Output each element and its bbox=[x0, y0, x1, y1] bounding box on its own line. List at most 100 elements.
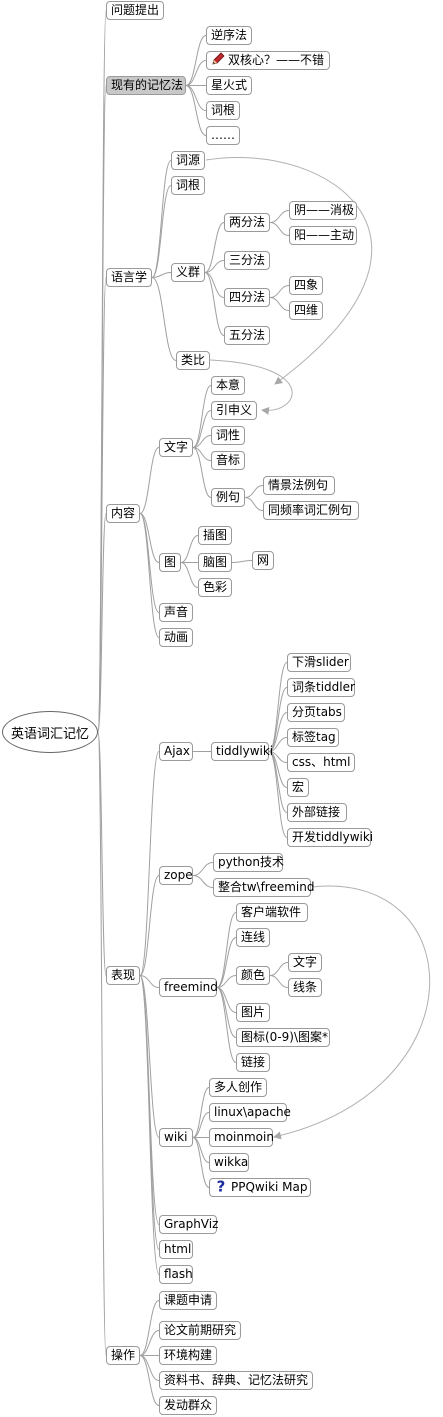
node-label: html bbox=[164, 1242, 192, 1256]
node-b5d2[interactable]: python技术 bbox=[213, 853, 284, 872]
node-b5d10[interactable]: 多人创作 bbox=[209, 1078, 267, 1097]
node-b5d6[interactable]: 颜色 bbox=[236, 966, 270, 985]
node-b6[interactable]: 操作 bbox=[106, 1346, 140, 1365]
node-label: 色彩 bbox=[203, 580, 228, 594]
node-b2[interactable]: 现有的记忆法 bbox=[106, 76, 186, 95]
edge-b3-b3c4 bbox=[151, 277, 177, 361]
node-b5d11[interactable]: linux\apache bbox=[209, 1103, 291, 1122]
node-b3e1[interactable]: 阴——消极 bbox=[289, 201, 357, 220]
node-b3c4[interactable]: 类比 bbox=[176, 351, 210, 370]
node-b5d1[interactable]: tiddlywiki bbox=[211, 742, 273, 761]
node-label: 图 bbox=[164, 555, 177, 569]
node-b3c2[interactable]: 词根 bbox=[171, 176, 205, 195]
node-b5e1[interactable]: 下滑slider bbox=[287, 653, 351, 672]
edge-b4d7-b4e3 bbox=[231, 560, 253, 563]
node-b4d5[interactable]: 例句 bbox=[211, 488, 245, 507]
node-b2c4[interactable]: 词根 bbox=[206, 101, 240, 120]
node-b6c1[interactable]: 课题申请 bbox=[159, 1291, 217, 1310]
node-b4e2[interactable]: 同频率词汇例句 bbox=[263, 501, 359, 520]
node-b5e10[interactable]: 线条 bbox=[288, 978, 322, 997]
node-b2c5[interactable]: …… bbox=[206, 126, 240, 145]
node-b3c3[interactable]: 义群 bbox=[171, 263, 205, 282]
node-label: 开发tiddlywiki bbox=[292, 830, 374, 844]
node-label: linux\apache bbox=[214, 1105, 291, 1119]
node-b3d2[interactable]: 三分法 bbox=[224, 251, 270, 270]
node-b4c2[interactable]: 图 bbox=[159, 553, 181, 572]
node-b5d4[interactable]: 客户端软件 bbox=[236, 903, 308, 922]
node-label: wikka bbox=[214, 1155, 249, 1169]
node-b3e2[interactable]: 阳——主动 bbox=[289, 226, 357, 245]
node-b3[interactable]: 语言学 bbox=[106, 268, 152, 287]
node-b4d3[interactable]: 词性 bbox=[211, 426, 245, 445]
node-b5d14[interactable]: ?PPQwiki Map bbox=[209, 1178, 311, 1197]
node-b5e9[interactable]: 文字 bbox=[288, 953, 322, 972]
node-b2c2[interactable]: 双核心？——不错 bbox=[206, 51, 330, 70]
node-b4d4[interactable]: 音标 bbox=[211, 451, 245, 470]
node-label: 五分法 bbox=[229, 328, 266, 342]
node-b4c4[interactable]: 动画 bbox=[159, 628, 193, 647]
node-b4d7[interactable]: 脑图 bbox=[198, 553, 232, 572]
node-label: 情景法例句 bbox=[268, 478, 329, 492]
node-b3e4[interactable]: 四维 bbox=[289, 301, 323, 320]
node-b5e4[interactable]: 标签tag bbox=[287, 728, 339, 747]
node-b4e3[interactable]: 网 bbox=[252, 551, 274, 570]
node-b3d1[interactable]: 两分法 bbox=[224, 213, 270, 232]
edge-b5d6-b5e10 bbox=[269, 975, 289, 988]
node-b5d9[interactable]: 链接 bbox=[236, 1053, 270, 1072]
svg-text:?: ? bbox=[217, 1179, 226, 1193]
node-b6c4[interactable]: 资料书、辞典、记忆法研究 bbox=[159, 1371, 313, 1390]
node-b4c3[interactable]: 声音 bbox=[159, 603, 193, 622]
node-label: zope bbox=[164, 868, 193, 882]
node-b3c1[interactable]: 词源 bbox=[171, 151, 205, 170]
node-b6c3[interactable]: 环境构建 bbox=[159, 1346, 217, 1365]
node-b4c1[interactable]: 文字 bbox=[159, 438, 193, 457]
node-b5e3[interactable]: 分页tabs bbox=[287, 703, 345, 722]
node-b3d3[interactable]: 四分法 bbox=[224, 288, 270, 307]
node-b5d5[interactable]: 连线 bbox=[236, 928, 270, 947]
node-b5c2[interactable]: zope bbox=[159, 866, 193, 885]
edge-b5c2-b5d3 bbox=[192, 875, 214, 888]
node-b5d8[interactable]: 图标(0-9)\图案* bbox=[236, 1028, 330, 1047]
node-b2c1[interactable]: 逆序法 bbox=[206, 26, 252, 45]
node-b1[interactable]: 问题提出 bbox=[106, 1, 164, 20]
node-b5c5[interactable]: GraphViz bbox=[159, 1215, 218, 1234]
node-b6c2[interactable]: 论文前期研究 bbox=[159, 1321, 241, 1340]
node-b5d3[interactable]: 整合tw\freemind bbox=[213, 878, 314, 897]
node-b5e8[interactable]: 开发tiddlywiki bbox=[287, 828, 374, 847]
node-b4d6[interactable]: 插图 bbox=[198, 526, 232, 545]
edge-b3d3-b3e4 bbox=[269, 297, 290, 311]
edge-b5c3-b5d9 bbox=[216, 987, 237, 1063]
node-b5e7[interactable]: 外部链接 bbox=[287, 803, 347, 822]
node-b5c3[interactable]: freemind bbox=[159, 978, 218, 997]
edge-b4c1-b4d1 bbox=[192, 385, 212, 448]
node-b4d2[interactable]: 引申义 bbox=[211, 401, 257, 420]
node-b5e2[interactable]: 词条tiddler bbox=[287, 678, 355, 697]
node-b5e5[interactable]: css、html bbox=[287, 753, 355, 772]
node-label: 声音 bbox=[164, 605, 189, 619]
node-b4[interactable]: 内容 bbox=[106, 504, 140, 523]
node-b4d8[interactable]: 色彩 bbox=[198, 578, 232, 597]
node-b4e1[interactable]: 情景法例句 bbox=[263, 476, 335, 495]
node-label: 三分法 bbox=[229, 253, 266, 267]
node-label: wiki bbox=[164, 1130, 188, 1144]
node-label: 逆序法 bbox=[211, 28, 248, 42]
root-node[interactable]: 英语词汇记忆 bbox=[2, 711, 98, 753]
node-b3d4[interactable]: 五分法 bbox=[224, 326, 270, 345]
node-b5d7[interactable]: 图片 bbox=[236, 1003, 270, 1022]
node-b5c4[interactable]: wiki bbox=[159, 1128, 193, 1147]
edge-b4d5-b4e1 bbox=[244, 485, 264, 498]
node-b4d1[interactable]: 本意 bbox=[211, 376, 245, 395]
node-b5e6[interactable]: 宏 bbox=[287, 778, 309, 797]
node-b6c5[interactable]: 发动群众 bbox=[159, 1396, 217, 1415]
node-b5c1[interactable]: Ajax bbox=[159, 742, 193, 761]
node-b5c7[interactable]: flash bbox=[159, 1265, 193, 1284]
node-b5d13[interactable]: wikka bbox=[209, 1153, 249, 1172]
node-b3e3[interactable]: 四象 bbox=[289, 276, 323, 295]
node-b5c6[interactable]: html bbox=[159, 1240, 193, 1259]
node-label: 分页tabs bbox=[292, 705, 342, 719]
edge-b5d6-b5e9 bbox=[269, 962, 289, 976]
node-b2c3[interactable]: 星火式 bbox=[206, 76, 252, 95]
node-b5d12[interactable]: moinmoin bbox=[209, 1128, 274, 1147]
node-b5[interactable]: 表现 bbox=[106, 966, 140, 985]
